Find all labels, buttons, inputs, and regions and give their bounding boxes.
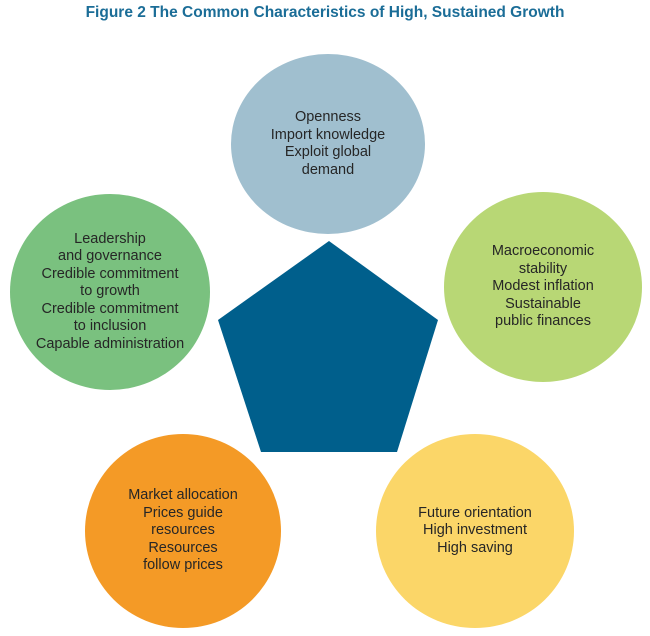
circle-text-line: Leadership <box>74 230 146 247</box>
central-pentagon <box>218 241 438 452</box>
circle-text-line: follow prices <box>143 557 223 574</box>
circle-text-line: Market allocation <box>128 487 238 504</box>
circle-text-line: Resources <box>148 539 218 556</box>
circle-text-line: to growth <box>80 283 140 300</box>
circle-text-line: High investment <box>423 522 527 539</box>
circle-text-line: to inclusion <box>73 318 147 335</box>
circle-text-line: Future orientation <box>418 504 532 521</box>
figure-title: Figure 2 The Common Characteristics of H… <box>85 4 565 21</box>
circle-text-line: Credible commitment <box>41 265 179 282</box>
circle-text-line: Macroeconomic <box>491 243 595 260</box>
circle-text-line: resources <box>151 522 215 539</box>
circle-text-line: High saving <box>437 539 513 556</box>
circle-text-line: Prices guide <box>143 504 223 521</box>
circle-text-line: Credible commitment <box>41 300 179 317</box>
circle-text-line: Sustainable <box>505 295 581 312</box>
circle-text-line: Openness <box>294 109 362 125</box>
circle-text-line: Import knowledge <box>270 126 386 143</box>
circle-text-line: demand <box>301 161 355 178</box>
circle-text-line: and governance <box>58 248 162 265</box>
circle-text-line: public finances <box>495 313 591 330</box>
circle-text-line: Modest inflation <box>492 278 594 295</box>
circle-text-line: Capable administration <box>35 335 185 352</box>
circle-text-line: stability <box>518 260 568 277</box>
circle-text-line: Exploit global <box>284 144 372 160</box>
